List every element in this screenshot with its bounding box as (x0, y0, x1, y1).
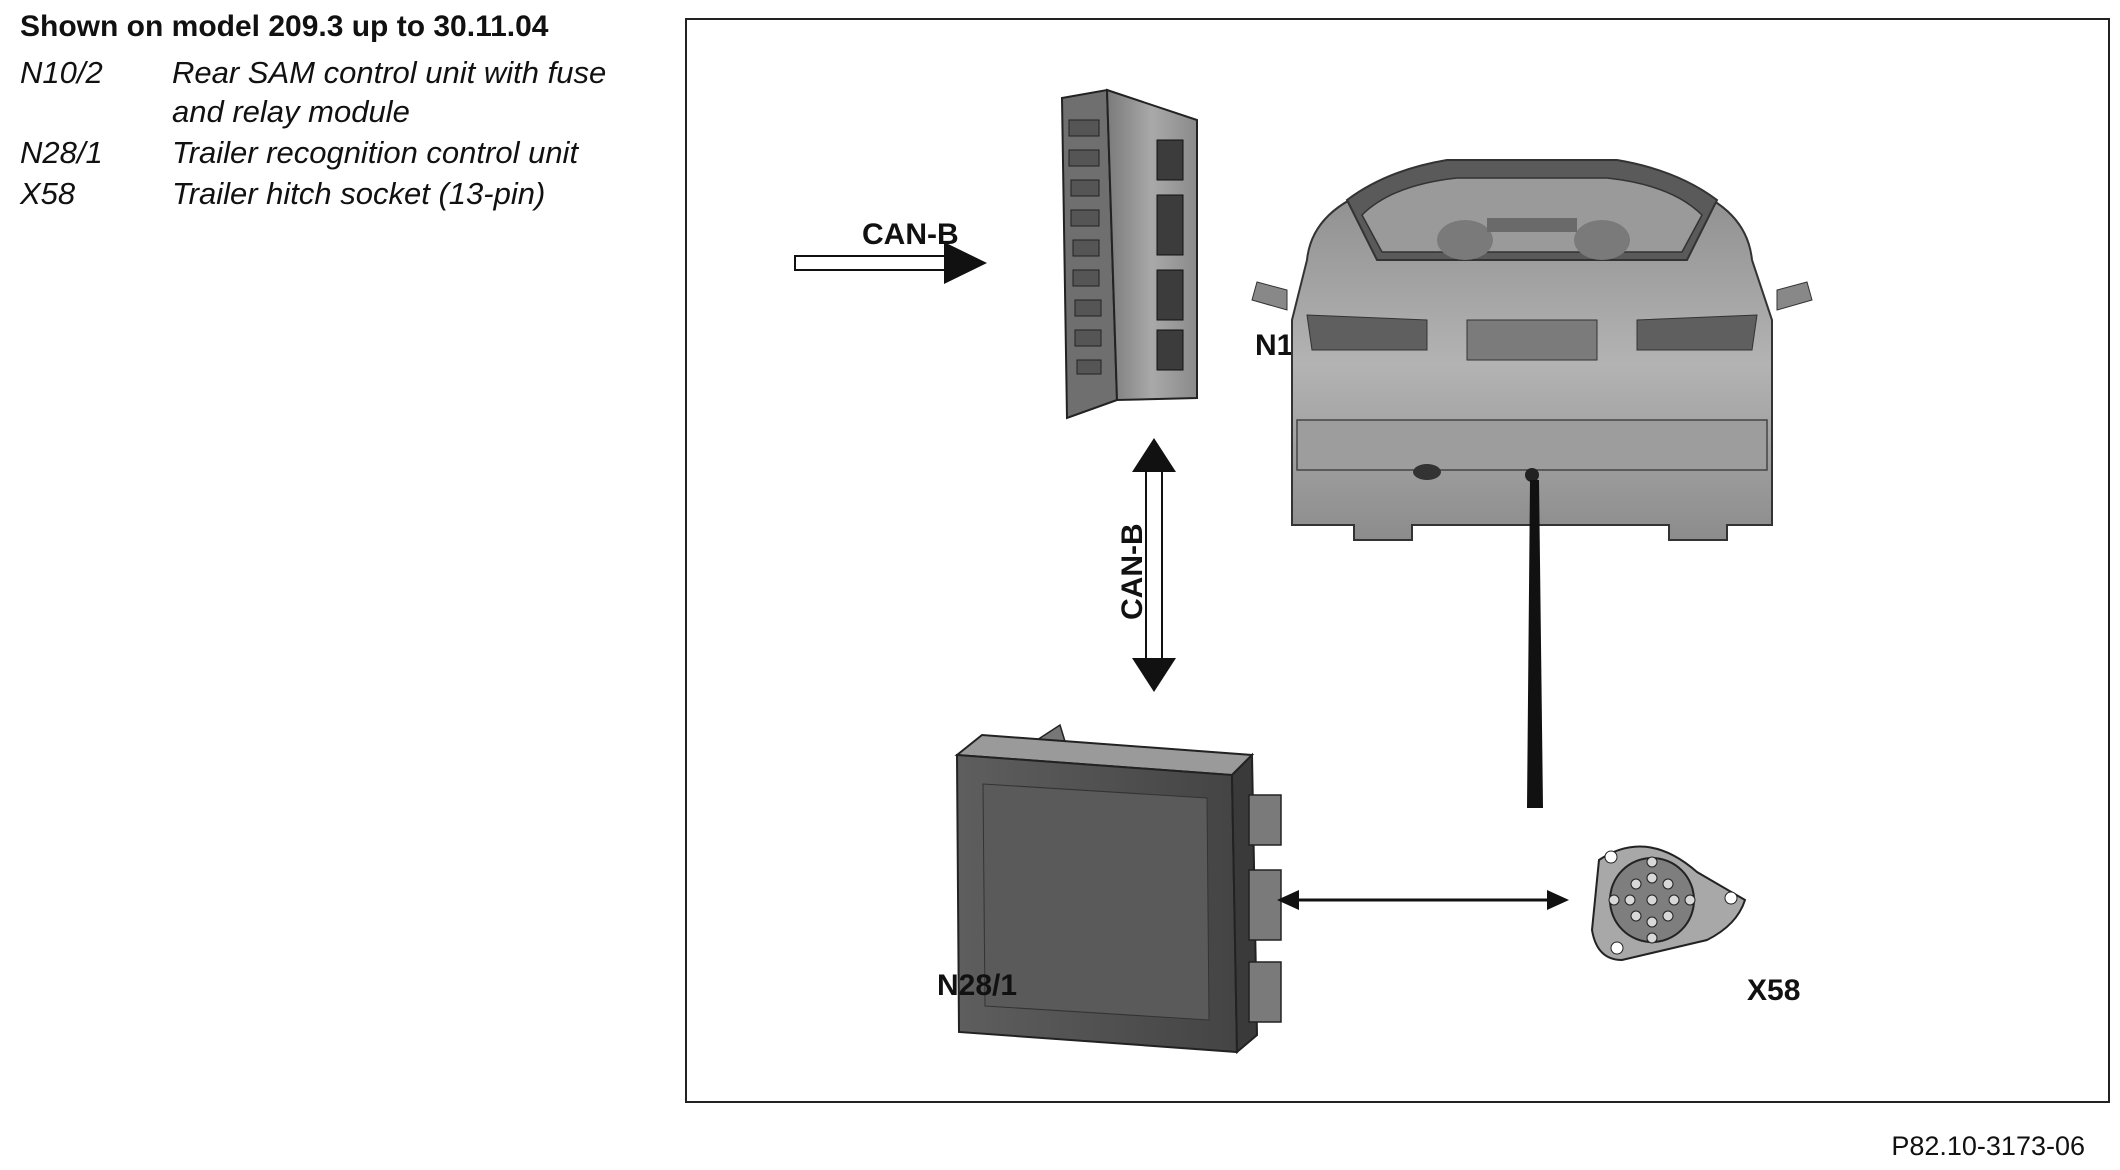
diagram-heading: Shown on model 209.3 up to 30.11.04 (20, 10, 549, 43)
rear-sam-control-unit-illustration (1060, 88, 1198, 420)
component-legend: N10/2 Rear SAM control unit with fuse an… (20, 53, 680, 215)
can-b-label-vertical: CAN-B (1116, 523, 1149, 620)
legend-code: N10/2 (20, 55, 103, 90)
legend-description-line: and relay module (172, 94, 410, 129)
label-x58: X58 (1747, 974, 1800, 1007)
legend-item-x58: X58 Trailer hitch socket (13-pin) (20, 174, 680, 213)
can-b-vertical-arrow (1132, 438, 1176, 692)
x58-leader-line (1527, 480, 1543, 808)
can-b-label-top: CAN-B (862, 218, 959, 251)
diagram-canvas: CAN-B N10/2 (794, 88, 1813, 1055)
trailer-recognition-control-unit-illustration (954, 723, 1282, 1055)
legend-item-n28-1: N28/1 Trailer recognition control unit (20, 133, 680, 172)
legend-description: Trailer hitch socket (13-pin) (172, 176, 546, 211)
legend-item-n10-2: N10/2 Rear SAM control unit with fuse an… (20, 53, 680, 131)
legend-description: Rear SAM control unit with fuse and rela… (172, 53, 680, 131)
diagram-figure: CAN-B N10/2 (685, 18, 2110, 1103)
label-n28-1: N28/1 (937, 969, 1017, 1002)
legend-description: Trailer recognition control unit (172, 135, 579, 170)
figure-reference-number: P82.10-3173-06 (1891, 1131, 2085, 1161)
legend-code: X58 (20, 176, 76, 211)
n28-x58-connection-arrow (1277, 890, 1569, 910)
legend-code: N28/1 (20, 135, 103, 170)
vehicle-rear-view-illustration (1251, 159, 1813, 541)
legend-description-line: Rear SAM control unit with fuse (172, 55, 607, 90)
can-b-input-arrow (794, 242, 987, 284)
trailer-hitch-socket-illustration (1590, 845, 1747, 962)
